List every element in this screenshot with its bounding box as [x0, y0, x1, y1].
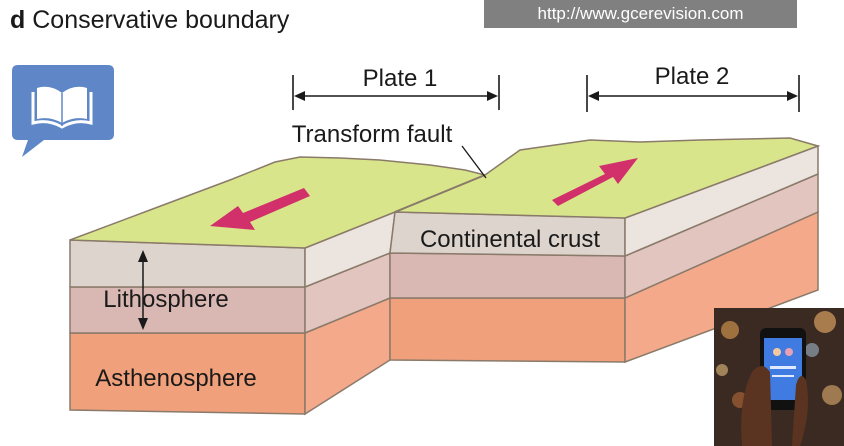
transform-fault-label: Transform fault: [292, 121, 453, 148]
page-title: d Conservative boundary: [10, 6, 289, 35]
plate1-span-arrow: [292, 75, 500, 110]
asthenosphere-label: Asthenosphere: [95, 365, 256, 392]
book-speech-bubble-icon[interactable]: [12, 65, 114, 157]
plate2-label: Plate 2: [655, 63, 730, 90]
lithosphere-label: Lithosphere: [103, 286, 228, 313]
left-motion-arrow: [210, 188, 310, 230]
hand-holding-phone-photo[interactable]: [714, 308, 844, 446]
transform-fault-line: [394, 174, 486, 213]
plate1-label: Plate 1: [363, 65, 438, 92]
right-motion-arrow: [552, 158, 638, 206]
plate2-span-arrow: [586, 75, 800, 112]
title-letter: d: [10, 6, 26, 34]
url-banner[interactable]: http://www.gcerevision.com: [484, 0, 797, 28]
right-asthenosphere-front: [389, 297, 626, 363]
title-text: Conservative boundary: [32, 6, 290, 34]
right-lithosphere-front: [389, 252, 626, 299]
lithosphere-thickness-arrow: [138, 250, 148, 330]
transform-fault-pointer: [461, 145, 487, 179]
continental-crust-label: Continental crust: [420, 226, 600, 253]
